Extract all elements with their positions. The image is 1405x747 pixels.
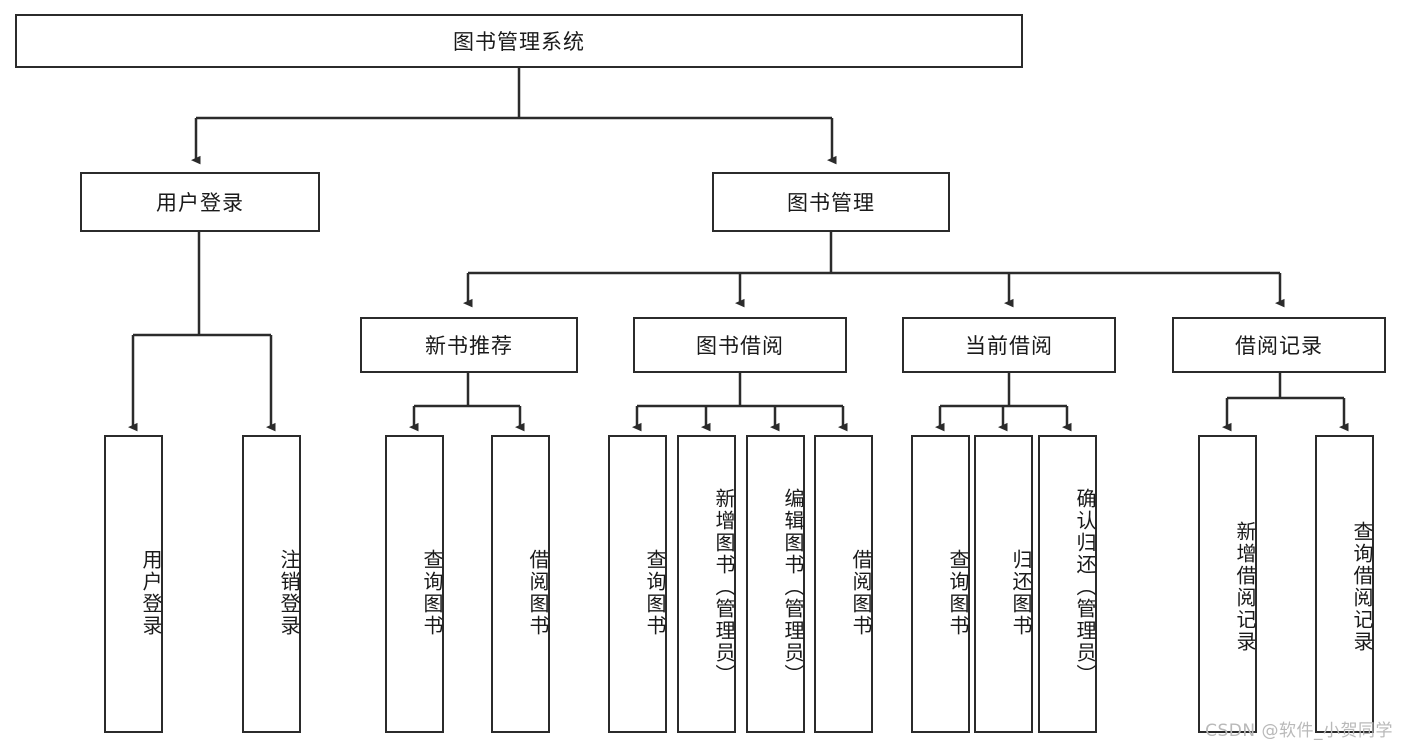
- leaf-label: 注销登录: [277, 549, 301, 637]
- node-book-borrow-label: 图书借阅: [696, 334, 784, 358]
- node-new-book-recommend[interactable]: 新书推荐: [360, 317, 578, 373]
- leaf-record-add-record[interactable]: 新增借阅记录: [1198, 435, 1257, 733]
- leaf-current-return-book[interactable]: 归还图书: [974, 435, 1033, 733]
- leaf-label: 查询图书: [420, 549, 444, 637]
- leaf-new-book-borrow[interactable]: 借阅图书: [491, 435, 550, 733]
- node-borrow-record-label: 借阅记录: [1235, 334, 1323, 358]
- leaf-label: 借阅图书: [526, 549, 550, 637]
- leaf-user-login-logout[interactable]: 注销登录: [242, 435, 301, 733]
- leaf-borrow-add-book-admin[interactable]: 新增图书（管理员）: [677, 435, 736, 733]
- leaf-label: 借阅图书: [849, 549, 873, 637]
- node-user-login[interactable]: 用户登录: [80, 172, 320, 232]
- node-current-borrow[interactable]: 当前借阅: [902, 317, 1116, 373]
- leaf-borrow-query-book[interactable]: 查询图书: [608, 435, 667, 733]
- leaf-label: 确认归还（管理员）: [1073, 488, 1097, 686]
- leaf-label: 用户登录: [139, 549, 163, 637]
- node-book-borrow[interactable]: 图书借阅: [633, 317, 847, 373]
- node-current-borrow-label: 当前借阅: [965, 334, 1053, 358]
- node-user-login-label: 用户登录: [156, 191, 244, 215]
- node-borrow-record[interactable]: 借阅记录: [1172, 317, 1386, 373]
- leaf-label: 编辑图书（管理员）: [781, 488, 805, 686]
- leaf-borrow-edit-book-admin[interactable]: 编辑图书（管理员）: [746, 435, 805, 733]
- leaf-record-query-record[interactable]: 查询借阅记录: [1315, 435, 1374, 733]
- leaf-label: 新增图书（管理员）: [712, 488, 736, 686]
- leaf-current-query-book[interactable]: 查询图书: [911, 435, 970, 733]
- node-root[interactable]: 图书管理系统: [15, 14, 1023, 68]
- node-book-management-label: 图书管理: [787, 191, 875, 215]
- leaf-user-login-login[interactable]: 用户登录: [104, 435, 163, 733]
- leaf-new-book-query[interactable]: 查询图书: [385, 435, 444, 733]
- leaf-label: 归还图书: [1009, 549, 1033, 637]
- leaf-label: 查询图书: [946, 549, 970, 637]
- leaf-label: 查询借阅记录: [1350, 521, 1374, 653]
- leaf-label: 新增借阅记录: [1233, 521, 1257, 653]
- leaf-borrow-borrow-book[interactable]: 借阅图书: [814, 435, 873, 733]
- node-root-label: 图书管理系统: [453, 30, 585, 54]
- watermark: CSDN @软件_小贺同学: [1205, 721, 1393, 741]
- leaf-label: 查询图书: [643, 549, 667, 637]
- leaf-current-confirm-return-admin[interactable]: 确认归还（管理员）: [1038, 435, 1097, 733]
- node-book-management[interactable]: 图书管理: [712, 172, 950, 232]
- node-new-book-recommend-label: 新书推荐: [425, 334, 513, 358]
